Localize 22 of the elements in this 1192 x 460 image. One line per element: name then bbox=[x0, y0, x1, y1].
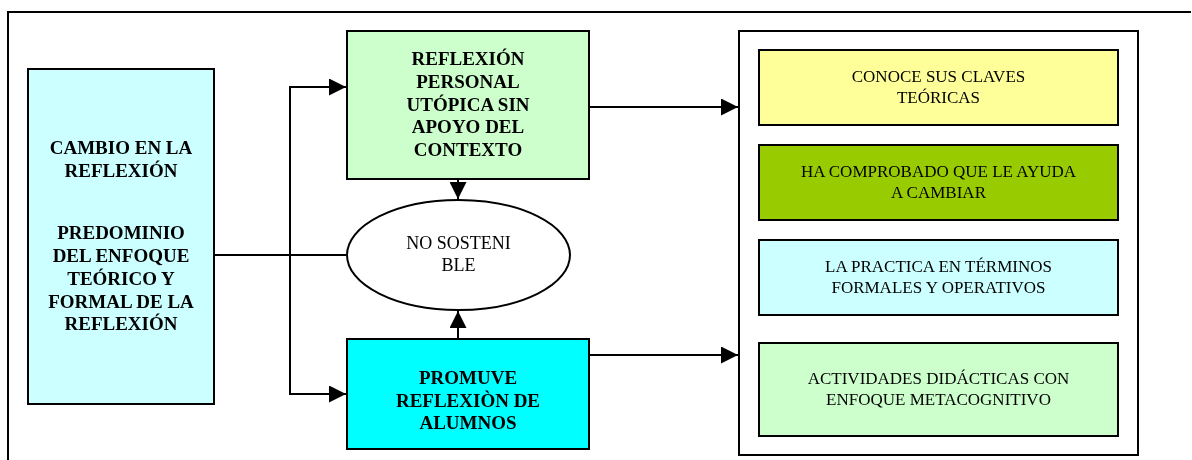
connector-arrow bbox=[449, 310, 467, 339]
node-text: CONOCE SUS CLAVES TEÓRICAS bbox=[850, 67, 1027, 108]
process-box bbox=[27, 68, 215, 405]
node-text: PROMUVE REFLEXIÒN DE ALUMNOS bbox=[394, 366, 542, 436]
connector-arrow bbox=[449, 179, 467, 200]
node-text: NO SOSTENI BLE bbox=[405, 233, 512, 277]
node-text: HA COMPROBADO QUE LE AYUDA A CAMBIAR bbox=[799, 162, 1078, 203]
result-box bbox=[758, 239, 1119, 316]
result-box bbox=[758, 144, 1119, 221]
result-box bbox=[758, 342, 1119, 437]
node-text: PREDOMINIO DEL ENFOQUE TEÓRICO Y FORMAL DE LA REFLEXIÓN bbox=[47, 222, 195, 337]
connector-arrow bbox=[589, 346, 739, 364]
node-text: CAMBIO EN LA REFLEXIÓN bbox=[48, 136, 194, 183]
decision-ellipse bbox=[346, 199, 571, 311]
process-box bbox=[346, 30, 590, 180]
group-box bbox=[738, 30, 1139, 456]
connector-arrow bbox=[589, 98, 739, 116]
node-text: REFLEXIÓN PERSONAL UTÓPICA SIN APOYO DEL CONTEXTO bbox=[405, 48, 531, 162]
node-text: LA PRACTICA EN TÉRMINOS FORMALES Y OPERATIVOS bbox=[824, 257, 1053, 298]
process-box bbox=[346, 338, 590, 450]
node-text: ACTIVIDADES DIDÁCTICAS CON ENFOQUE METACOGNITIVO bbox=[806, 369, 1071, 410]
result-box bbox=[758, 49, 1119, 126]
